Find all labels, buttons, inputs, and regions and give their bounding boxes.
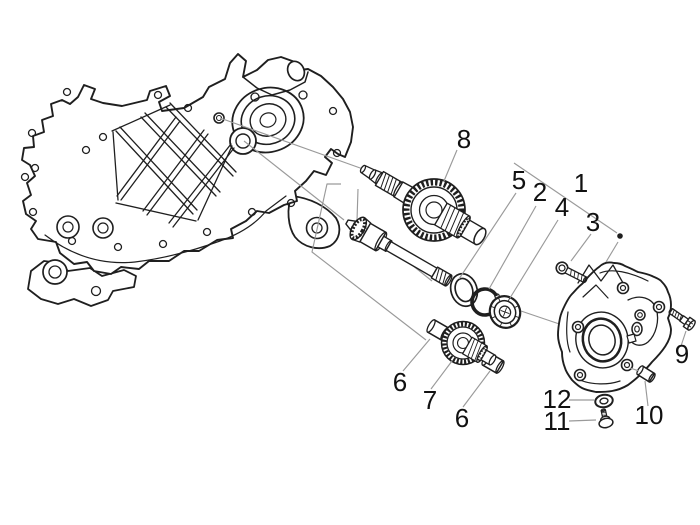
callout-12: 12 [543,384,572,414]
screw-11 [598,408,614,429]
callout-11: 11 [544,406,571,436]
callout-1: 1 [574,168,588,198]
assembly-reference-dot [617,233,623,239]
callout-8: 8 [457,124,471,154]
callout-5: 5 [512,165,526,195]
bearing-4 [488,295,522,329]
leader-lines [402,149,687,422]
washer-12 [594,393,614,409]
callout-6-right: 6 [455,403,469,433]
callout-6-left: 6 [393,367,407,397]
callout-2: 2 [533,177,547,207]
callout-4: 4 [555,192,569,222]
callout-9: 9 [675,339,689,369]
cover-bolt-ears [571,281,666,382]
callout-3: 3 [586,207,600,237]
bolt-3 [555,261,588,284]
gear-8-pinion-hub [433,202,487,246]
dowel-10 [636,365,656,383]
callout-labels: 8 5 2 4 1 3 9 6 7 6 10 12 11 [393,124,689,436]
drive-axle [345,216,453,287]
crankcase-bolt-holes [20,87,342,252]
bolt-9 [668,308,696,331]
callout-7: 7 [423,385,437,415]
crankcase-drawing [20,53,354,307]
crankcase-lattice [111,102,237,228]
callout-10: 10 [635,400,664,430]
gear-7-hub [461,336,497,366]
oring-5 [449,272,479,308]
transmission-cover [557,261,672,393]
